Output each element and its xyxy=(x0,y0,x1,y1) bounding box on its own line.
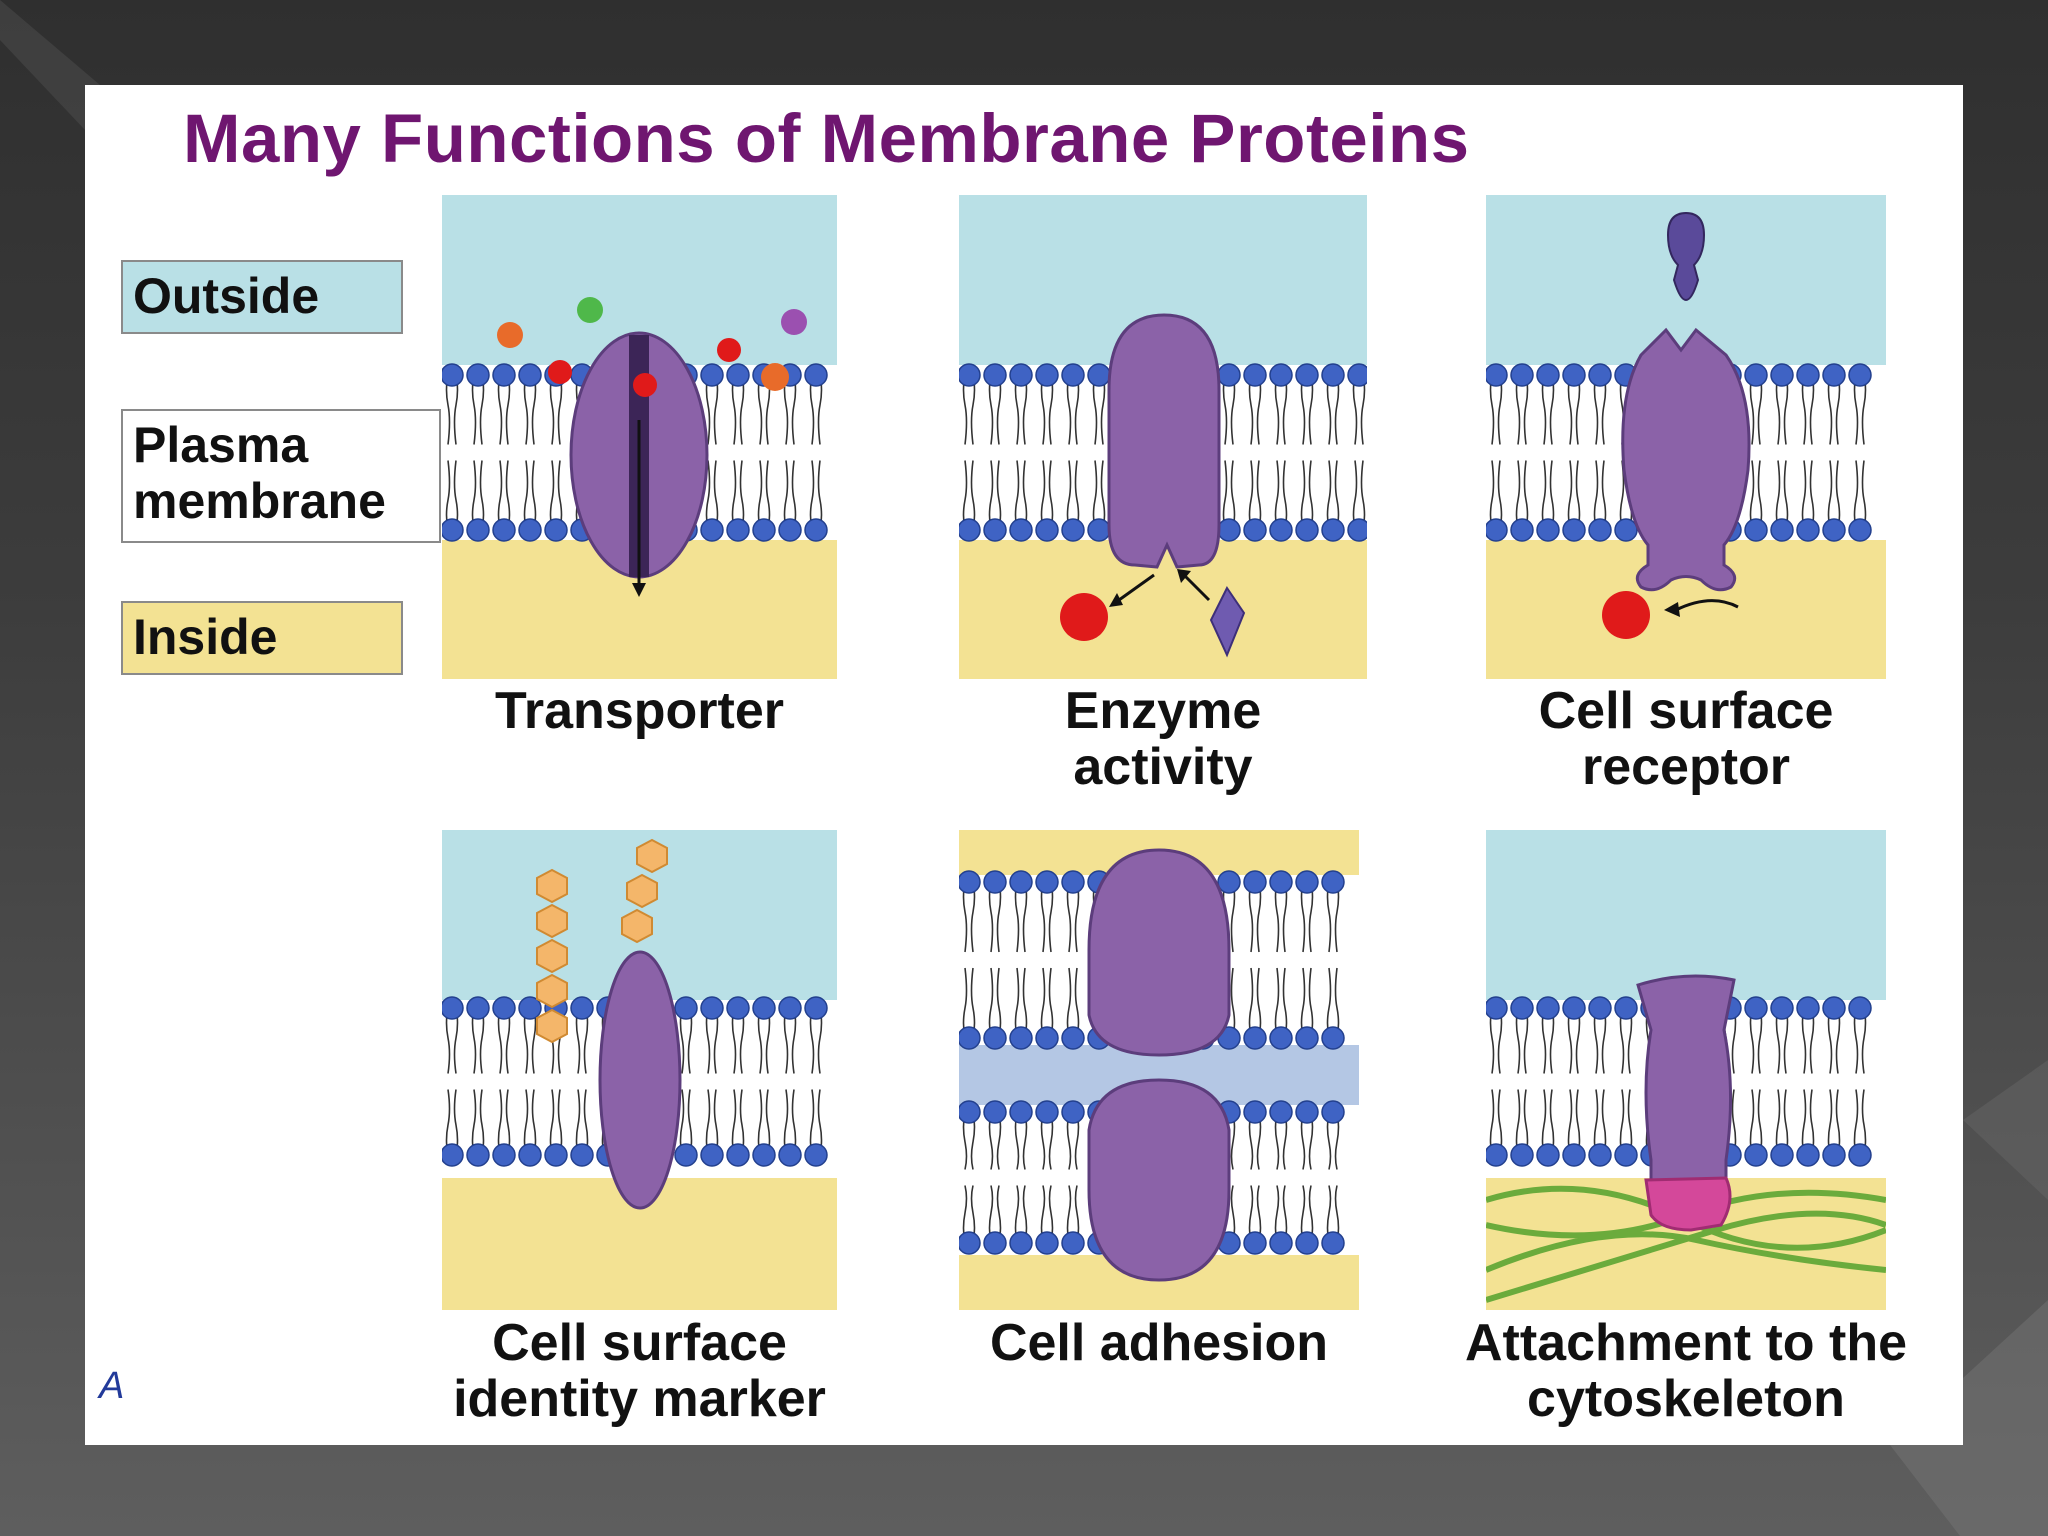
panel-cytoskeleton xyxy=(1486,830,1886,1310)
cytoskeleton-illustration xyxy=(1486,830,1886,1310)
caption-cytoskeleton: Attachment to the cytoskeleton xyxy=(1446,1315,1926,1427)
carbohydrate-chains xyxy=(536,838,668,1044)
legend-inside: Inside xyxy=(121,601,403,675)
slide-title: Many Functions of Membrane Proteins xyxy=(183,100,1470,177)
panel-identity-marker xyxy=(442,830,837,1310)
panel-transporter xyxy=(442,195,837,679)
caption-enzyme: Enzyme activity xyxy=(959,683,1367,795)
caption-line: Attachment to the xyxy=(1465,1314,1907,1372)
receptor-illustration xyxy=(1486,195,1886,679)
caption-line: identity marker xyxy=(453,1370,826,1428)
legend-plasma-line2: membrane xyxy=(133,473,386,529)
caption-receptor: Cell surface receptor xyxy=(1466,683,1906,795)
panel-receptor xyxy=(1486,195,1886,679)
caption-identity-marker: Cell surface identity marker xyxy=(412,1315,867,1427)
caption-line: activity xyxy=(1073,738,1253,796)
caption-line: Cell surface xyxy=(1538,682,1834,740)
caption-transporter: Transporter xyxy=(442,683,837,739)
solute-particles xyxy=(497,297,807,397)
identity-marker-illustration xyxy=(442,830,837,1310)
legend-plasma-line1: Plasma xyxy=(133,417,309,473)
slide: Many Functions of Membrane Proteins Outs… xyxy=(85,85,1963,1445)
transporter-illustration xyxy=(442,195,837,679)
caption-line: cytoskeleton xyxy=(1527,1370,1845,1428)
footer-fragment: A xyxy=(99,1365,125,1407)
caption-line: Enzyme xyxy=(1064,682,1262,740)
legend-plasma-membrane: Plasma membrane xyxy=(121,409,441,543)
cell-adhesion-illustration xyxy=(959,830,1359,1310)
legend-outside: Outside xyxy=(121,260,403,334)
caption-line: Cell adhesion xyxy=(989,1314,1329,1372)
panel-cell-adhesion xyxy=(959,830,1359,1310)
panel-enzyme xyxy=(959,195,1367,679)
caption-line: Cell surface xyxy=(492,1314,787,1372)
caption-line: Transporter xyxy=(495,682,784,740)
enzyme-illustration xyxy=(959,195,1367,679)
caption-cell-adhesion: Cell adhesion xyxy=(959,1315,1359,1371)
caption-line: receptor xyxy=(1581,738,1791,796)
